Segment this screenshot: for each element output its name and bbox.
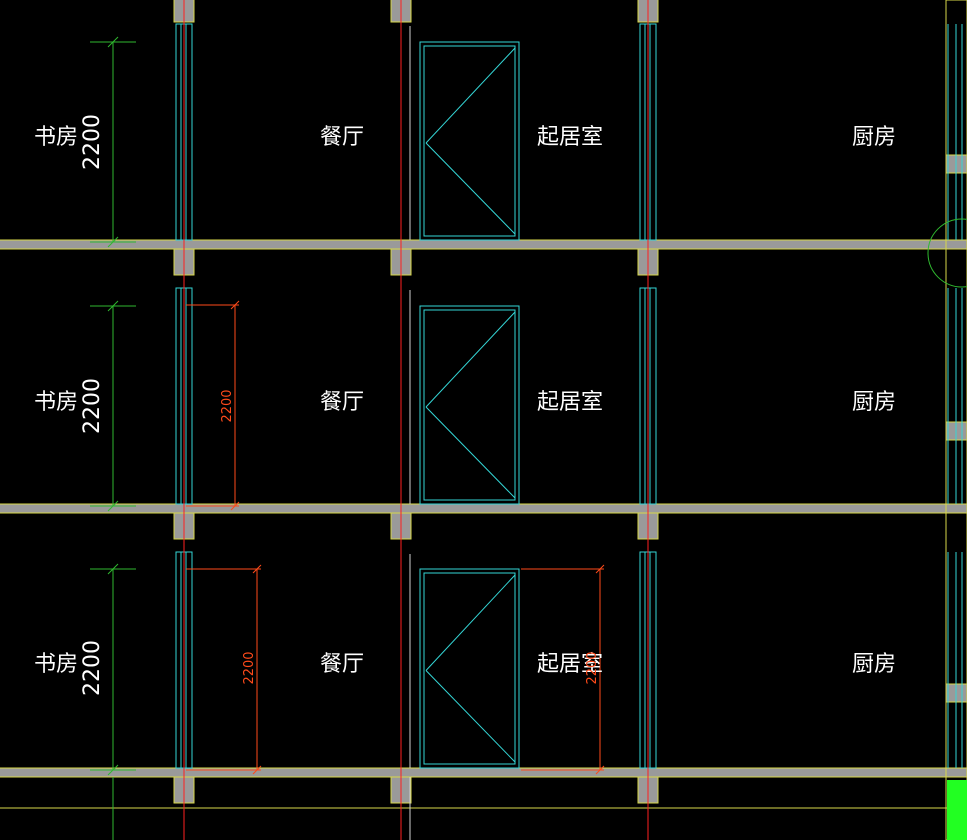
door-swing-line [425, 670, 516, 763]
door-swing-line [425, 406, 516, 499]
dimension-tick-red [595, 564, 605, 574]
axis-bubble [927, 218, 967, 288]
dimension-tick [107, 500, 119, 512]
door-inner-frame [423, 45, 516, 237]
dimensions-layer [90, 36, 967, 840]
dimension-tick [107, 563, 119, 575]
floor-slab [0, 239, 967, 250]
dimension-tick-red [252, 564, 262, 574]
room-label-living: 起居室 [537, 125, 603, 150]
room-label-kitchen: 厨房 [852, 652, 896, 677]
room-label-study: 书房 [34, 652, 78, 677]
door-frame [419, 568, 520, 769]
door-inner-frame [423, 309, 516, 501]
room-label-study: 书房 [34, 125, 78, 150]
dimension-tick-red [595, 765, 605, 775]
floor-slab [0, 767, 967, 778]
green-marker [947, 780, 967, 840]
dimension-text-study: 2200 [80, 114, 105, 170]
dimension-tick-red [252, 765, 262, 775]
floor-slab [0, 503, 967, 514]
door-frame [419, 305, 520, 505]
dimension-text-study: 2200 [80, 378, 105, 434]
room-label-dining: 餐厅 [320, 652, 364, 677]
room-label-study: 书房 [34, 390, 78, 415]
dimension-tick [107, 236, 119, 248]
dimension-text-living: 2200 [585, 651, 600, 684]
door-swing-line [425, 574, 516, 671]
dimension-tick-red [230, 501, 240, 511]
room-label-living: 起居室 [537, 652, 603, 677]
dimension-text-dining: 2200 [220, 389, 235, 422]
right-wall [945, 0, 967, 840]
door-swing-line [425, 47, 516, 144]
dimension-text-study: 2200 [80, 640, 105, 696]
room-label-kitchen: 厨房 [852, 390, 896, 415]
room-label-dining: 餐厅 [320, 390, 364, 415]
dimension-tick [107, 764, 119, 776]
dimension-text-dining: 2200 [242, 651, 257, 684]
door-frame [419, 41, 520, 241]
door-inner-frame [423, 572, 516, 765]
door-swing-line [425, 142, 516, 235]
dimension-tick-red [230, 300, 240, 310]
room-label-living: 起居室 [537, 390, 603, 415]
axis-layer [183, 0, 649, 840]
door-swing-line [425, 311, 516, 408]
room-label-kitchen: 厨房 [852, 125, 896, 150]
room-label-dining: 餐厅 [320, 125, 364, 150]
dimension-tick [107, 36, 119, 48]
dimension-tick [107, 300, 119, 312]
